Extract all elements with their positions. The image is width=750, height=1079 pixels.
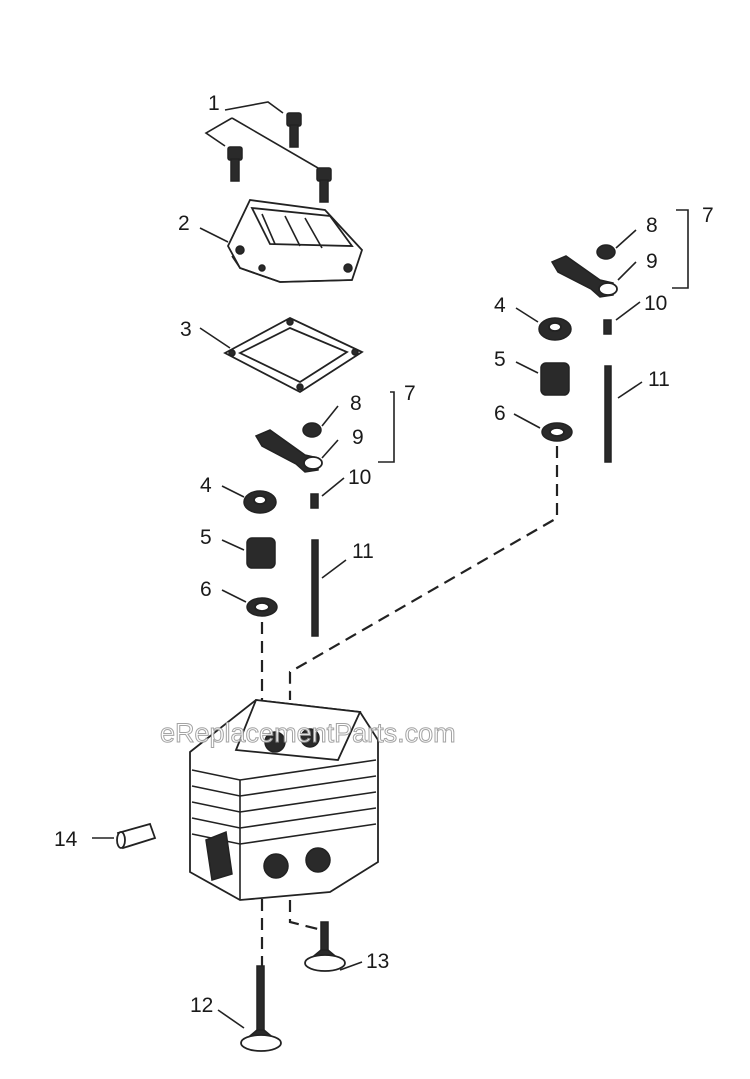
left-assembly-leaders bbox=[221, 391, 395, 603]
callout-2-leader bbox=[199, 227, 229, 243]
callout-6-right: 6 bbox=[494, 402, 506, 425]
rocker-arm-icon bbox=[254, 429, 323, 473]
rocker-arm-icon bbox=[550, 255, 618, 298]
spring-retainer-icon bbox=[538, 317, 572, 341]
assembly-path-lines bbox=[260, 446, 559, 968]
watermark-text: eReplacementParts.com bbox=[160, 718, 456, 748]
cooling-fins-icon bbox=[191, 759, 377, 900]
callout-12: 12 bbox=[190, 994, 213, 1017]
pivot-icon bbox=[603, 319, 612, 335]
callout-4-right: 4 bbox=[494, 294, 506, 317]
callout-13: 13 bbox=[366, 950, 389, 973]
valve-leaders bbox=[217, 961, 363, 1029]
bolt-icon bbox=[227, 112, 332, 203]
spring-retainer-icon bbox=[243, 490, 277, 514]
callout-3: 3 bbox=[180, 318, 192, 341]
valve-cover-icon bbox=[226, 199, 364, 283]
spring-seat-icon bbox=[541, 422, 573, 442]
callout-5-left: 5 bbox=[200, 526, 212, 549]
callout-9-left: 9 bbox=[352, 426, 364, 449]
callout-14: 14 bbox=[54, 828, 78, 851]
callout-7-left: 7 bbox=[404, 382, 416, 405]
callout-11-left: 11 bbox=[352, 540, 374, 563]
callout-8-left: 8 bbox=[350, 392, 362, 415]
callout-5-right: 5 bbox=[494, 348, 506, 371]
callout-6-left: 6 bbox=[200, 578, 212, 601]
right-assembly-leaders bbox=[513, 209, 689, 429]
gasket-icon bbox=[223, 316, 364, 394]
callout-1: 1 bbox=[208, 92, 220, 115]
valve-spring-icon bbox=[246, 537, 276, 569]
spring-seat-icon bbox=[246, 597, 278, 617]
pivot-icon bbox=[310, 493, 319, 509]
nut-icon bbox=[302, 422, 322, 438]
dowel-pin-icon bbox=[116, 822, 157, 850]
exhaust-valve-icon bbox=[304, 921, 346, 972]
callout-1-leaders bbox=[204, 101, 319, 169]
nut-icon bbox=[596, 244, 616, 260]
callout-10-left: 10 bbox=[348, 466, 371, 489]
callout-8-right: 8 bbox=[646, 214, 658, 237]
cylinder-head-icon bbox=[189, 699, 379, 901]
callout-10-right: 10 bbox=[644, 292, 667, 315]
callout-3-leader bbox=[199, 327, 231, 349]
callout-2: 2 bbox=[178, 212, 190, 235]
push-rod-icon bbox=[604, 365, 612, 463]
callout-7-right: 7 bbox=[702, 204, 714, 227]
callout-9-right: 9 bbox=[646, 250, 658, 273]
callout-labels: 1 2 3 8 7 9 10 4 5 6 11 8 7 9 10 4 5 6 1… bbox=[54, 92, 714, 1017]
push-rod-icon bbox=[311, 539, 319, 637]
intake-valve-icon bbox=[240, 965, 282, 1052]
callout-11-right: 11 bbox=[648, 368, 670, 391]
callout-4-left: 4 bbox=[200, 474, 212, 497]
valve-spring-icon bbox=[540, 362, 570, 396]
